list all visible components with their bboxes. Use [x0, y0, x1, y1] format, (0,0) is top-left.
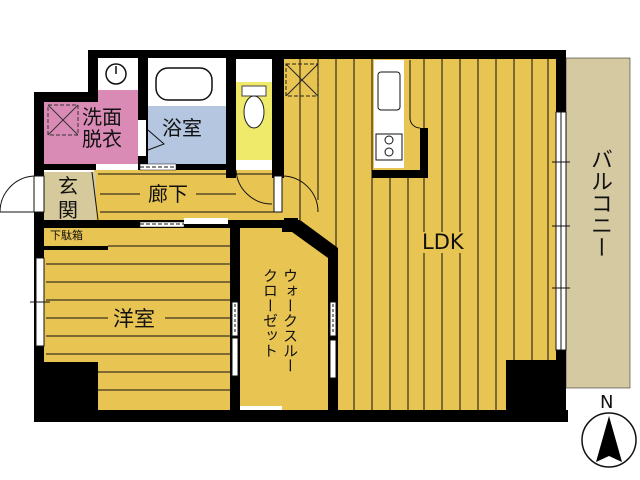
bathroom-label: 浴室	[162, 116, 202, 140]
washroom-label: 洗面 脱衣	[82, 105, 122, 151]
closet-label: ウォークスルー クローゼット	[261, 268, 299, 373]
hallway-label: 廊下	[146, 182, 190, 206]
closet-floor	[236, 228, 332, 406]
compass-icon	[582, 413, 636, 467]
ldk-label: LDK	[420, 230, 466, 254]
compass-north-label: N	[600, 392, 614, 413]
shoe-box-label: 下駄箱	[50, 229, 83, 242]
balcony-label: バルコニー	[587, 148, 612, 258]
entrance-label: 玄 関	[58, 174, 78, 222]
western-room-label: 洋室	[110, 309, 158, 330]
